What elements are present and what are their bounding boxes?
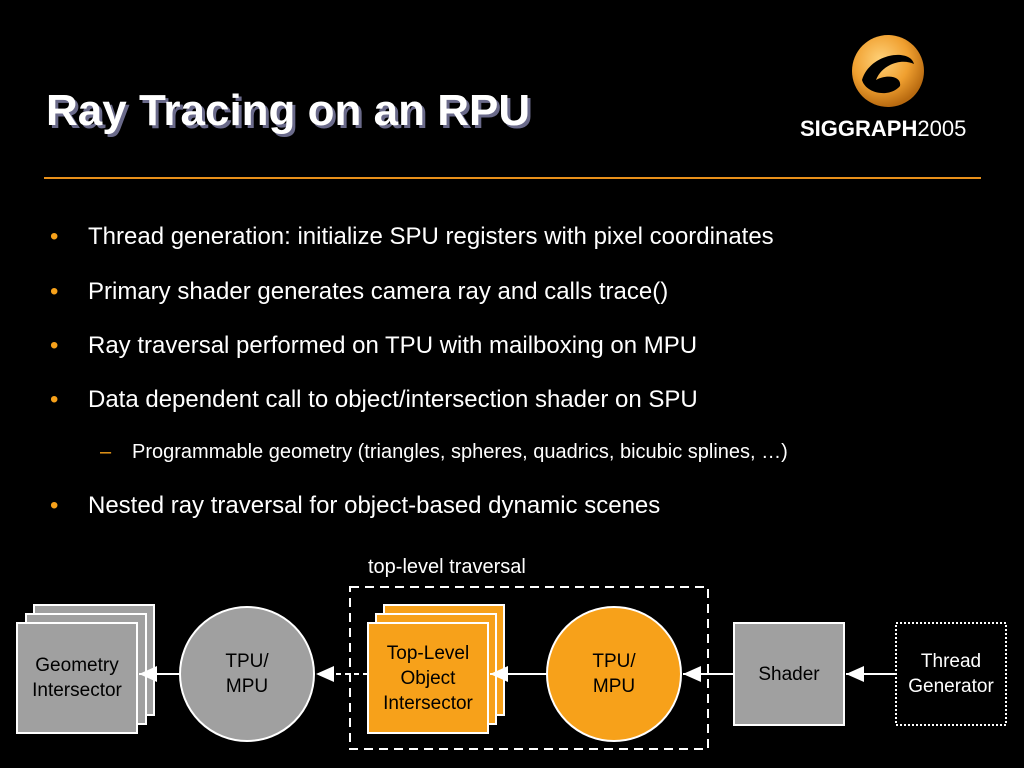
bullet-icon: • xyxy=(50,332,59,359)
node-line: Geometry xyxy=(35,655,119,676)
thread-generator-node xyxy=(895,622,1007,726)
node-line: Generator xyxy=(908,676,994,697)
bullet-text: Nested ray traversal for object-based dy… xyxy=(88,492,661,519)
group-label: top-level traversal xyxy=(368,556,526,578)
bullet-icon: • xyxy=(50,223,59,250)
bullet-text: Data dependent call to object/intersecti… xyxy=(88,386,698,413)
bullet-item: • Nested ray traversal for object-based … xyxy=(50,492,661,520)
dash-icon: – xyxy=(100,441,112,463)
node-line: TPU/ xyxy=(225,651,269,672)
top-level-object-intersector-stack xyxy=(367,604,505,734)
siggraph-logo-icon xyxy=(852,35,924,107)
shader-label: Shader xyxy=(734,623,844,725)
thread-generator-label: Thread Generator xyxy=(896,623,1006,725)
tpu-mpu-right-label: TPU/ MPU xyxy=(547,607,681,741)
bullet-item: • Ray traversal performed on TPU with ma… xyxy=(50,332,698,360)
siggraph-logo-text: SIGGRAPH2005 xyxy=(800,116,966,142)
bullet-text: Ray traversal performed on TPU with mail… xyxy=(88,332,698,359)
node-line: Thread xyxy=(920,651,982,672)
bullet-text: Thread generation: initialize SPU regist… xyxy=(88,223,774,250)
bullet-item: • Data dependent call to object/intersec… xyxy=(50,386,698,414)
sub-bullet-text: Programmable geometry (triangles, sphere… xyxy=(132,441,788,463)
bullet-icon: • xyxy=(50,278,59,305)
node-line: Object xyxy=(400,667,456,689)
node-line: MPU xyxy=(225,676,269,697)
geometry-intersector-stack xyxy=(16,604,155,734)
shader-node xyxy=(733,622,845,726)
logo-brand: SIGGRAPH xyxy=(800,116,918,141)
top-level-object-intersector-label: Top-Level Object Intersector xyxy=(368,623,488,733)
slide-title: Ray Tracing on an RPU xyxy=(46,86,531,135)
bullet-text: Primary shader generates camera ray and … xyxy=(88,278,669,305)
title-divider xyxy=(44,177,981,179)
top-level-traversal-group xyxy=(349,586,709,750)
node-line: Top-Level xyxy=(386,642,470,664)
tpu-mpu-left-label: TPU/ MPU xyxy=(180,607,314,741)
bullet-icon: • xyxy=(50,386,59,413)
sub-bullet-item: – Programmable geometry (triangles, sphe… xyxy=(100,441,788,464)
geometry-intersector-label: Geometry Intersector xyxy=(17,623,137,733)
node-line: TPU/ xyxy=(592,651,636,672)
node-line: MPU xyxy=(592,676,636,697)
bullet-item: • Primary shader generates camera ray an… xyxy=(50,278,669,306)
logo-year: 2005 xyxy=(917,116,967,141)
node-line: Intersector xyxy=(383,692,473,714)
bullet-item: • Thread generation: initialize SPU regi… xyxy=(50,223,774,251)
bullet-icon: • xyxy=(50,492,59,519)
node-line: Intersector xyxy=(32,680,122,701)
node-line: Shader xyxy=(758,663,820,685)
